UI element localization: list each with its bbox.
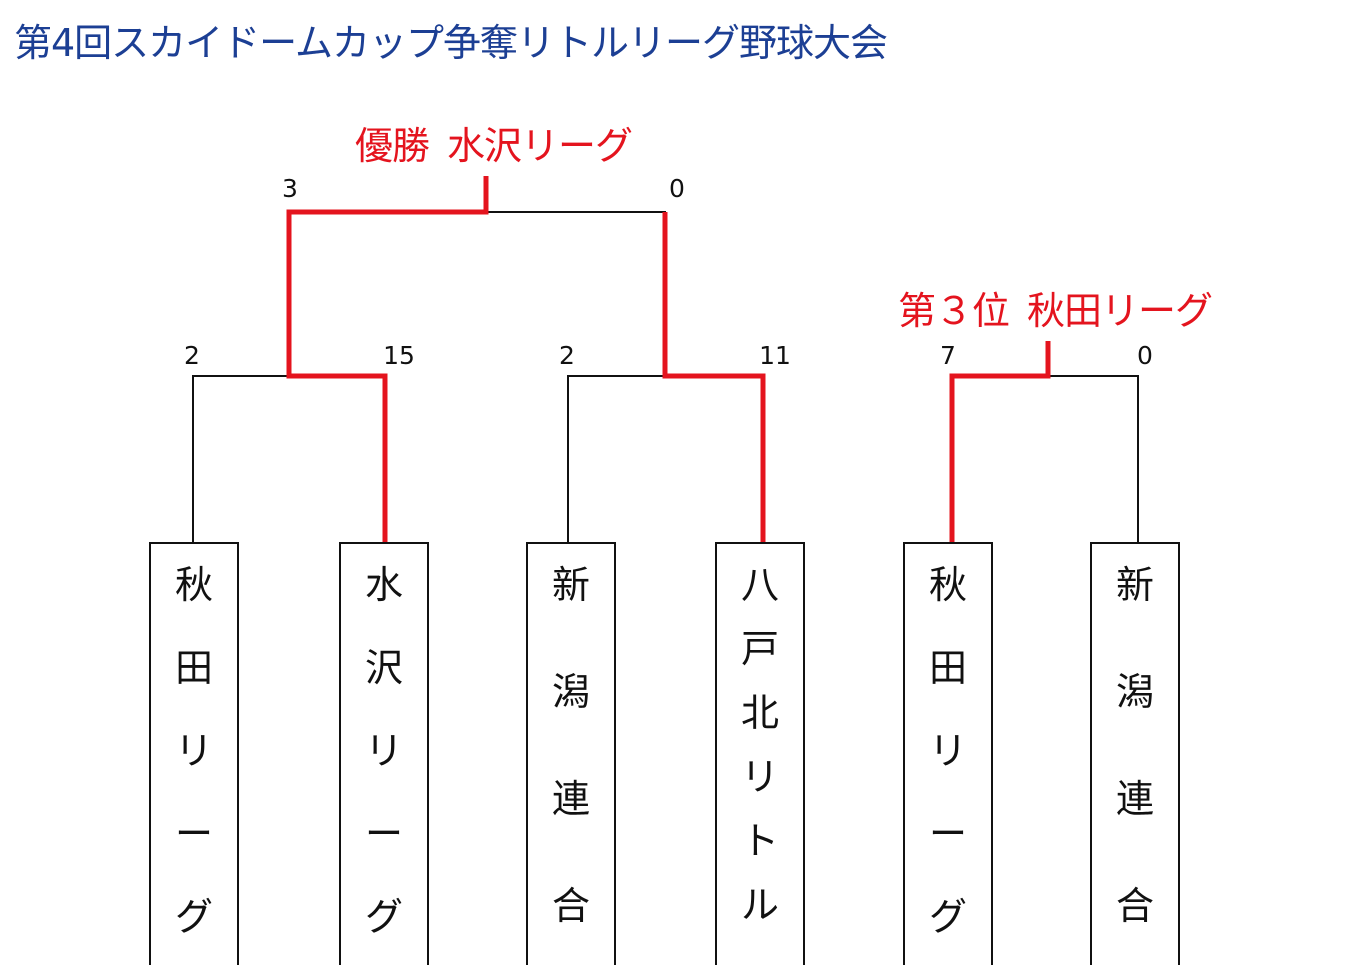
- team-name-char: 合: [551, 884, 590, 928]
- team-name-char: ー: [364, 812, 403, 856]
- team-name-char: リ: [740, 755, 779, 799]
- team-name-char: ル: [740, 883, 779, 927]
- team-name-char: ト: [740, 819, 779, 863]
- team-box-2: 水沢リーグ: [339, 542, 429, 965]
- team-name-4: 八戸北リトル: [717, 566, 803, 924]
- champion-label: 優勝水沢リーグ: [355, 115, 633, 170]
- team-box-4: 八戸北リトル: [715, 542, 805, 965]
- team-name-char: 潟: [551, 670, 590, 714]
- team-name-1: 秋田リーグ: [151, 566, 237, 936]
- score-final-left: 3: [282, 174, 298, 203]
- winner-path-semi2: [662, 212, 766, 542]
- team-name-char: 沢: [364, 646, 403, 690]
- score-third-right: 0: [1137, 341, 1153, 370]
- team-name-char: リ: [364, 729, 403, 773]
- bracket-line-semi2-left: [567, 375, 665, 542]
- bracket-line-third-right: [1048, 375, 1139, 542]
- team-name-char: ー: [928, 812, 967, 856]
- team-name-char: 連: [1115, 777, 1154, 821]
- bracket-line-semi1-left: [192, 375, 289, 542]
- team-name-char: グ: [174, 895, 213, 939]
- page-title: 第4回スカイドームカップ争奪リトルリーグ野球大会: [14, 21, 888, 65]
- winner-path-semi1: [286, 176, 489, 542]
- team-name-char: グ: [364, 895, 403, 939]
- third-place-team: 秋田リーグ: [1027, 289, 1213, 333]
- champion-place-label: 優勝: [355, 124, 430, 168]
- team-name-char: リ: [174, 729, 213, 773]
- team-name-char: 田: [174, 646, 213, 690]
- team-name-char: 連: [551, 777, 590, 821]
- team-name-char: 潟: [1115, 670, 1154, 714]
- score-final-right: 0: [669, 174, 685, 203]
- team-name-char: 新: [1115, 563, 1154, 607]
- team-name-char: 水: [364, 563, 403, 607]
- team-name-6: 新潟連合: [1092, 566, 1178, 925]
- team-name-char: 新: [551, 563, 590, 607]
- team-box-6: 新潟連合: [1090, 542, 1180, 965]
- team-name-char: グ: [928, 895, 967, 939]
- team-name-char: ー: [174, 812, 213, 856]
- team-name-2: 水沢リーグ: [341, 566, 427, 936]
- third-place-place-label: 第３位: [898, 289, 1010, 333]
- team-name-char: 戸: [740, 627, 779, 671]
- team-box-3: 新潟連合: [526, 542, 616, 965]
- winner-path-third: [949, 341, 1051, 542]
- score-semi2-left: 2: [559, 341, 575, 370]
- team-name-char: 秋: [928, 563, 967, 607]
- score-semi1-right: 15: [383, 341, 415, 370]
- team-name-char: 北: [740, 691, 779, 735]
- team-name-char: リ: [928, 729, 967, 773]
- team-name-char: 田: [928, 646, 967, 690]
- team-name-char: 八: [740, 563, 779, 607]
- team-name-char: 合: [1115, 884, 1154, 928]
- team-name-3: 新潟連合: [528, 566, 614, 925]
- champion-team: 水沢リーグ: [447, 124, 633, 168]
- score-semi1-left: 2: [184, 341, 200, 370]
- team-name-char: 秋: [174, 563, 213, 607]
- score-semi2-right: 11: [759, 341, 791, 370]
- team-box-5: 秋田リーグ: [903, 542, 993, 965]
- score-third-left: 7: [940, 341, 956, 370]
- team-box-1: 秋田リーグ: [149, 542, 239, 965]
- third-place-label: 第３位秋田リーグ: [898, 280, 1213, 335]
- team-name-5: 秋田リーグ: [905, 566, 991, 936]
